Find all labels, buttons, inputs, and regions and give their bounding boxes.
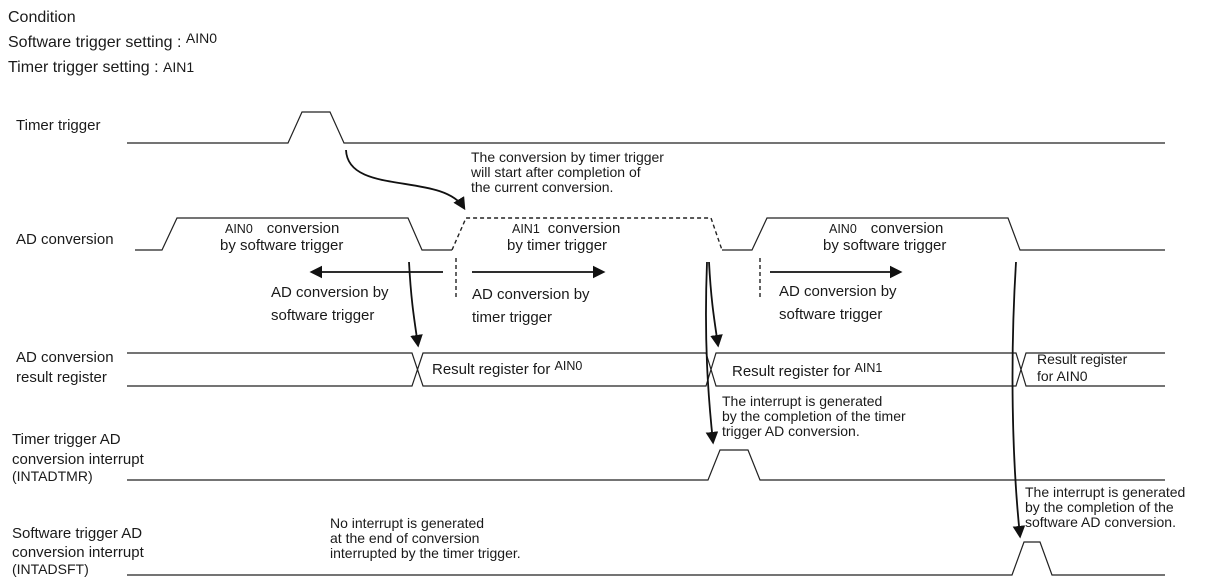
intadtmr-waveform xyxy=(127,449,1165,481)
result-register-ain0-2-prefix: for xyxy=(1037,368,1056,384)
note-timer-start-line3: the current conversion. xyxy=(471,179,613,195)
ad-conversion-waveform xyxy=(135,217,1165,251)
conversion-2-line2: by timer trigger xyxy=(507,237,607,254)
note-software-interrupt: The interrupt is generated by the comple… xyxy=(1025,484,1185,530)
result-register-ain0-prefix: Result register for xyxy=(432,361,555,378)
intadsft-label-line1: Software trigger AD xyxy=(12,525,142,542)
note-no-interrupt-line2: at the end of conversion xyxy=(330,530,479,546)
arrow-ad-end-to-intadsft xyxy=(1011,261,1026,539)
note-timer-interrupt: The interrupt is generated by the comple… xyxy=(722,393,906,439)
note-no-interrupt: No interrupt is generated at the end of … xyxy=(330,515,521,561)
result-register-ain0-channel: AIN0 xyxy=(555,359,583,373)
note-no-interrupt-line3: interrupted by the timer trigger. xyxy=(330,545,521,561)
conversion-3-suffix: conversion xyxy=(871,220,944,237)
result-register-ain0-2-line2: for AIN0 xyxy=(1037,368,1088,384)
conversion-3-line1: AIN0 conversion xyxy=(829,220,943,237)
timer-trigger-setting-value: AIN1 xyxy=(163,59,194,75)
software-trigger-setting-label: Software trigger setting : xyxy=(8,34,186,51)
conversion-segment-3: AIN0 conversion by software trigger xyxy=(823,220,946,254)
condition-title: Condition xyxy=(8,9,76,26)
note-timer-start: The conversion by timer trigger will sta… xyxy=(470,149,664,195)
period-label-2-line1: AD conversion by xyxy=(472,286,590,303)
period-label-2: AD conversion by timer trigger xyxy=(472,286,590,326)
conversion-segment-2: AIN1 conversion by timer trigger xyxy=(507,220,620,254)
note-software-interrupt-line2: by the completion of the xyxy=(1025,499,1174,515)
causal-arrows xyxy=(345,149,1026,539)
result-register-ain0: Result register for AIN0 xyxy=(432,359,582,378)
arrow-ad-end-to-result-2 xyxy=(708,261,723,348)
conversion-2-channel: AIN1 xyxy=(512,222,540,236)
period-label-3: AD conversion by software trigger xyxy=(779,283,897,323)
result-register-ain1-prefix: Result register for xyxy=(732,363,855,380)
arrow-ad-end-to-intadtmr xyxy=(705,261,719,445)
result-register-ain0-2-line1: Result register xyxy=(1037,351,1128,367)
conversion-1-line1: AIN0 conversion xyxy=(225,220,339,237)
conversion-1-line2: by software trigger xyxy=(220,237,343,254)
conversion-2-suffix: conversion xyxy=(548,220,621,237)
period-label-1-line1: AD conversion by xyxy=(271,284,389,301)
period-label-1: AD conversion by software trigger xyxy=(271,284,389,324)
result-register-label-line2: result register xyxy=(16,369,107,386)
timer-trigger-label: Timer trigger xyxy=(16,117,100,134)
note-no-interrupt-line1: No interrupt is generated xyxy=(330,515,484,531)
intadtmr-label-line3: (INTADTMR) xyxy=(12,468,93,484)
period-label-3-line2: software trigger xyxy=(779,306,882,323)
period-label-1-line2: software trigger xyxy=(271,307,374,324)
result-register-ain0-2-channel: AIN0 xyxy=(1056,368,1087,384)
conversion-3-channel: AIN0 xyxy=(829,222,857,236)
signal-labels: Timer trigger AD conversion AD conversio… xyxy=(12,117,145,577)
intadsft-label-line2: conversion interrupt xyxy=(12,544,145,561)
timer-trigger-setting-label: Timer trigger setting : xyxy=(8,59,163,76)
conversion-2-line1: AIN1 conversion xyxy=(512,220,620,237)
note-timer-interrupt-line2: by the completion of the timer xyxy=(722,408,906,424)
conversion-3-line2: by software trigger xyxy=(823,237,946,254)
intadtmr-label-line1: Timer trigger AD xyxy=(12,431,121,448)
result-register-label-line1: AD conversion xyxy=(16,349,114,366)
note-timer-start-line1: The conversion by timer trigger xyxy=(471,149,664,165)
note-software-interrupt-line3: software AD conversion. xyxy=(1025,514,1176,530)
result-register-ain1-channel: AIN1 xyxy=(855,361,883,375)
intadsft-waveform xyxy=(127,541,1165,576)
ad-conversion-label: AD conversion xyxy=(16,231,114,248)
intadtmr-label-line2: conversion interrupt xyxy=(12,451,145,468)
period-label-3-line1: AD conversion by xyxy=(779,283,897,300)
timer-trigger-setting: Timer trigger setting : AIN1 xyxy=(8,59,194,76)
period-markers xyxy=(309,258,903,298)
note-timer-interrupt-line3: trigger AD conversion. xyxy=(722,423,860,439)
conversion-segment-1: AIN0 conversion by software trigger xyxy=(220,220,343,254)
note-timer-interrupt-line1: The interrupt is generated xyxy=(722,393,882,409)
note-timer-start-line2: will start after completion of xyxy=(470,164,641,180)
note-software-interrupt-line1: The interrupt is generated xyxy=(1025,484,1185,500)
conversion-1-channel: AIN0 xyxy=(225,222,253,236)
conversion-1-suffix: conversion xyxy=(267,220,340,237)
arrow-timer-to-ad xyxy=(345,149,466,211)
period-label-2-line2: timer trigger xyxy=(472,309,552,326)
timer-trigger-waveform xyxy=(127,111,1165,144)
result-register-bus xyxy=(127,352,1165,387)
condition-block: Condition Software trigger setting : AIN… xyxy=(8,9,217,76)
arrow-ad-end-to-result-1 xyxy=(408,261,423,348)
software-trigger-setting: Software trigger setting : AIN0 xyxy=(8,30,217,51)
intadsft-label-line3: (INTADSFT) xyxy=(12,561,89,577)
result-register-ain1: Result register for AIN1 xyxy=(732,361,882,380)
software-trigger-setting-value: AIN0 xyxy=(186,30,217,46)
